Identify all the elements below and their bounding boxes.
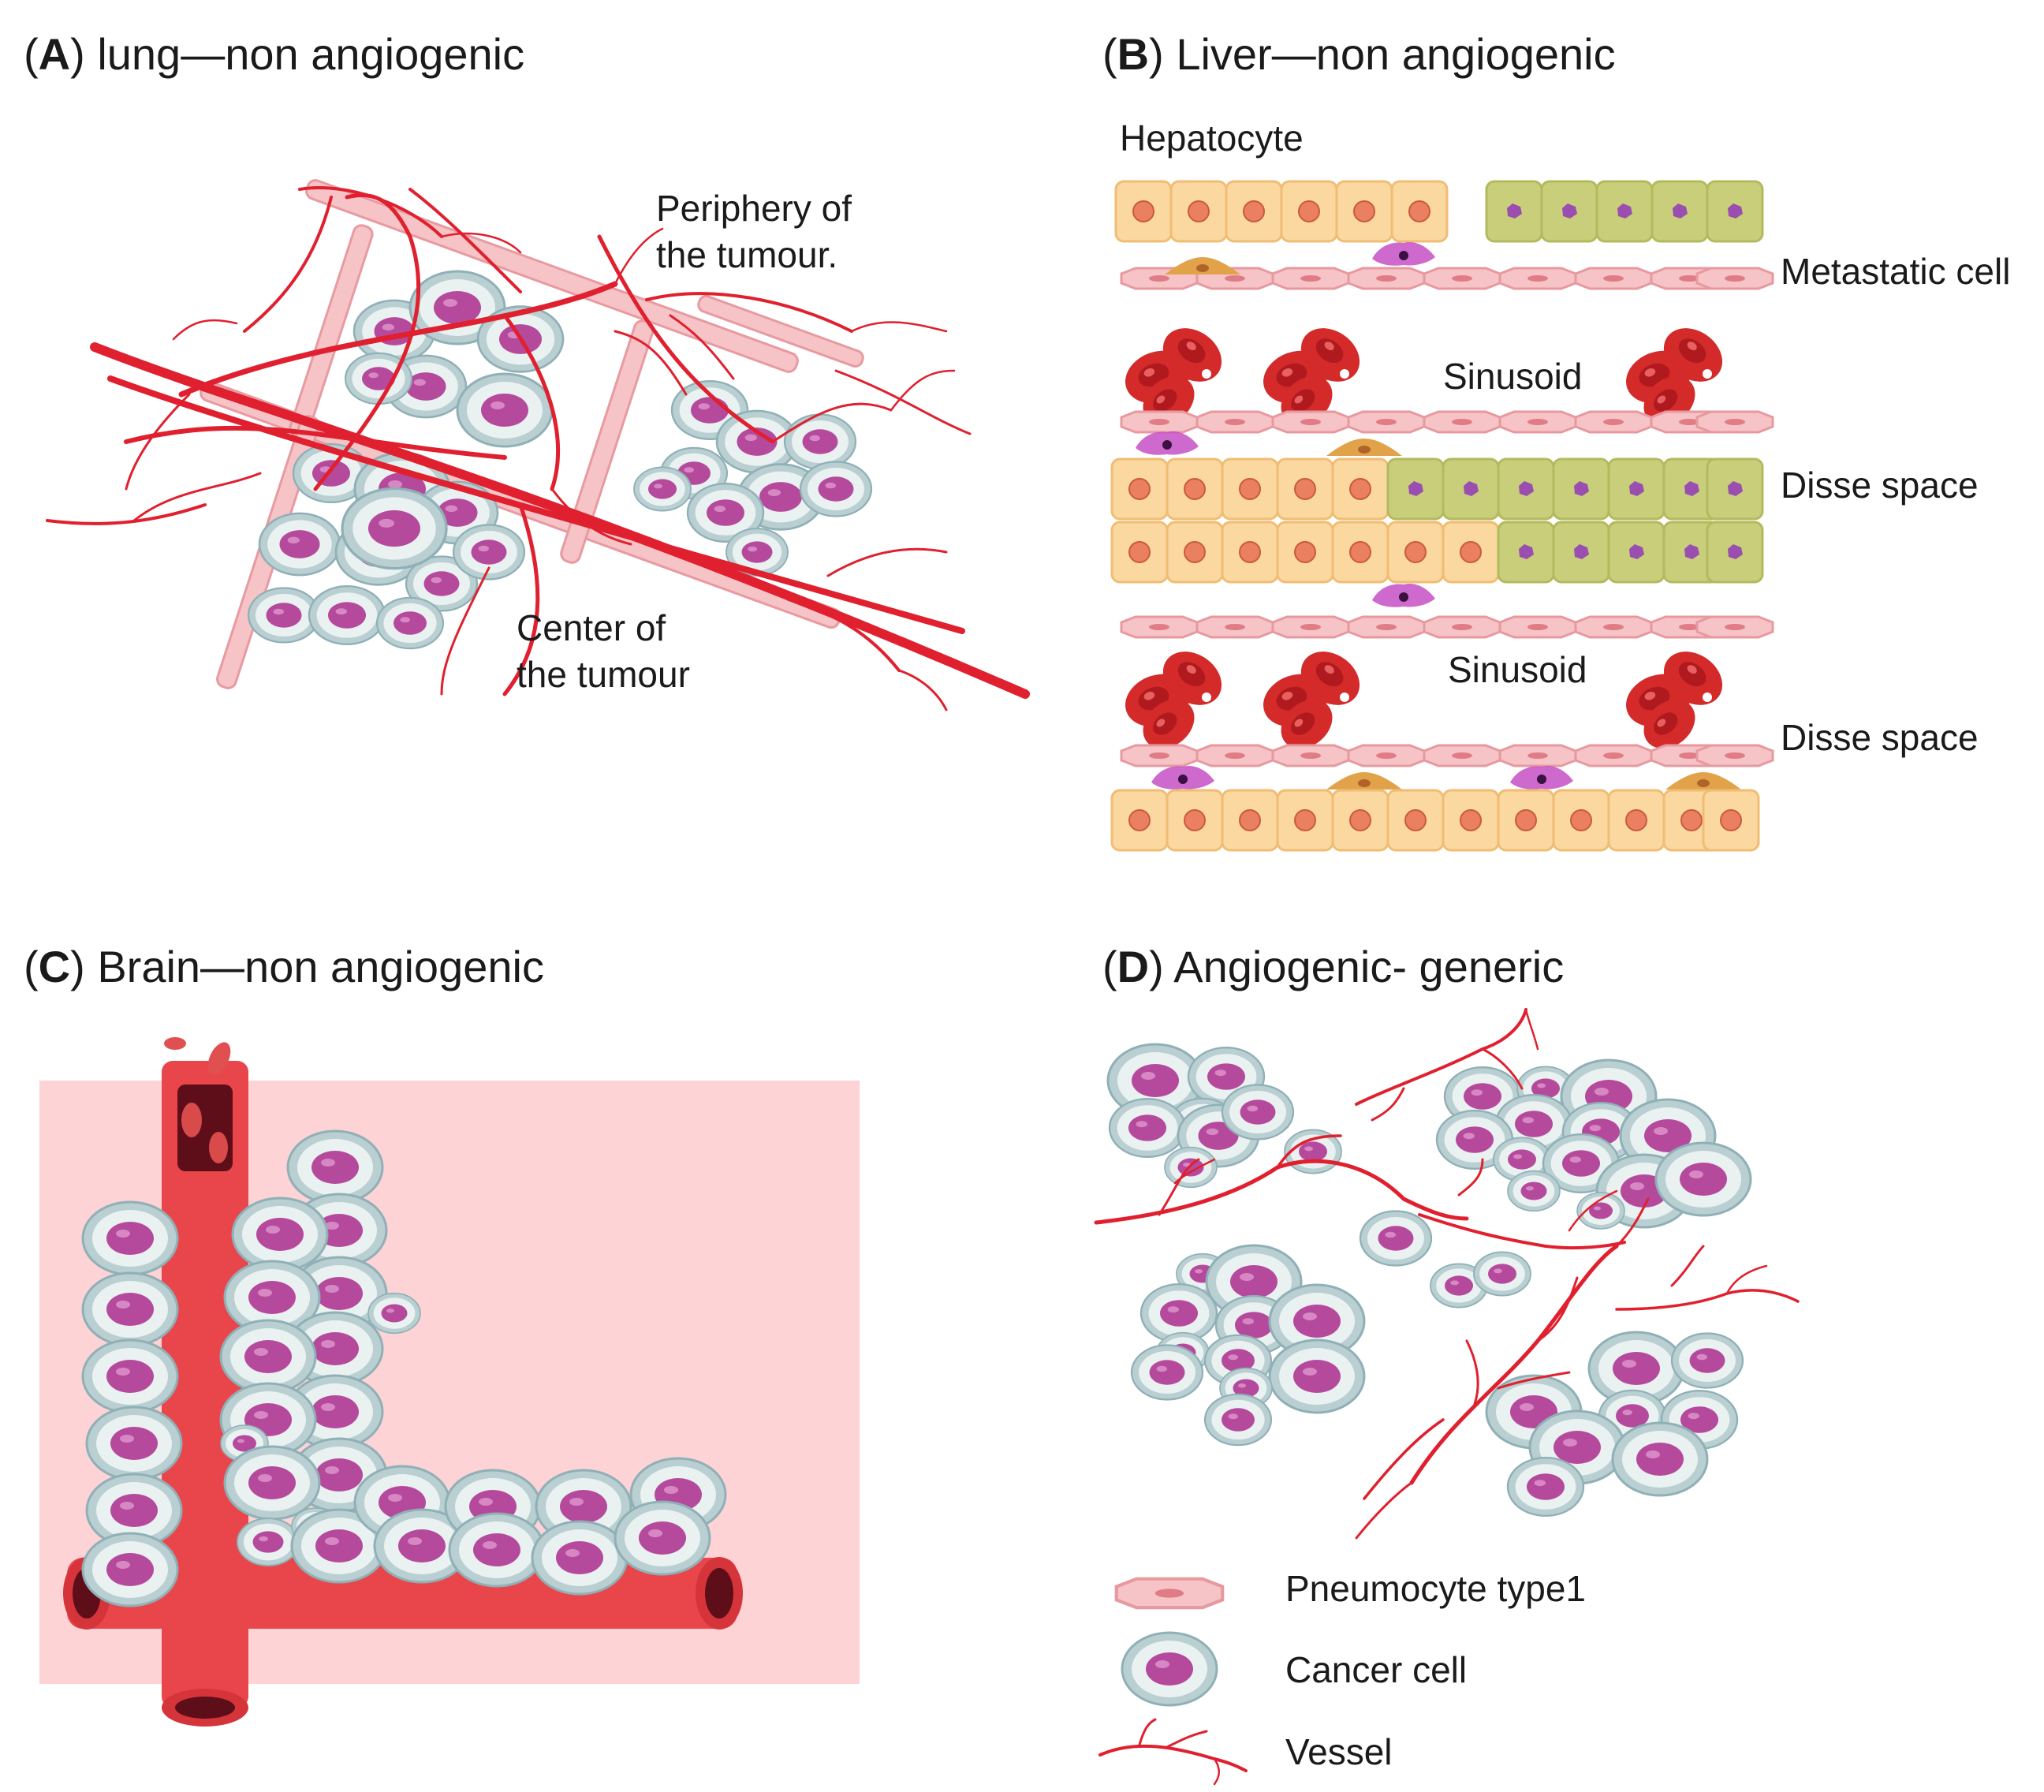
center-label: Center of the tumour xyxy=(517,607,690,695)
hepatocyte-row-4 xyxy=(1110,789,1760,852)
sinusoid-label-1: Sinusoid xyxy=(1443,356,1583,397)
lung-vessels xyxy=(46,186,1030,711)
disse-space-label-2: Disse space xyxy=(1781,717,1979,758)
panel-a-title: (A) lung—non angiogenic xyxy=(24,29,525,79)
periphery-label: Periphery of the tumour. xyxy=(656,188,852,275)
cancer-cell-icon xyxy=(1121,1631,1218,1707)
panel-c-brain xyxy=(39,1037,860,1727)
legend-pneumocyte-label: Pneumocyte type1 xyxy=(1285,1568,1587,1609)
legend-vessel-label: Vessel xyxy=(1285,1731,1393,1772)
metastatic-cell-label: Metastatic cell xyxy=(1781,251,2011,292)
vessel-icon xyxy=(1098,1718,1248,1786)
hepatocyte-row-1 xyxy=(1114,180,1764,243)
disse-space-label-1: Disse space xyxy=(1781,465,1979,506)
pneumocyte-icon xyxy=(1117,1579,1222,1607)
endothelium-3 xyxy=(1120,615,1774,639)
panel-a-lung xyxy=(46,179,1030,711)
panel-d-title: (D) Angiogenic- generic xyxy=(1102,942,1565,991)
panel-b-liver xyxy=(1110,180,1774,852)
panel-b-title: (B) Liver—non angiogenic xyxy=(1102,29,1616,79)
hepatocyte-row-3 xyxy=(1110,521,1764,584)
endothelium-2 xyxy=(1120,410,1774,434)
legend-cancer-cell-label: Cancer cell xyxy=(1285,1649,1468,1690)
panel-d-angiogenic xyxy=(1094,1008,1800,1540)
endothelium-4 xyxy=(1120,744,1774,767)
hepatocyte-row-2 xyxy=(1110,457,1764,521)
panel-c-title: (C) Brain—non angiogenic xyxy=(24,942,544,991)
sinusoid-label-2: Sinusoid xyxy=(1448,649,1587,690)
angiogenic-cancer-cells xyxy=(1106,1043,1752,1518)
legend xyxy=(1098,1579,1248,1786)
angiogenic-vessels xyxy=(1094,1008,1800,1540)
hepatocyte-label: Hepatocyte xyxy=(1120,118,1304,159)
sinusoid-2-rbcs xyxy=(1118,640,1733,759)
